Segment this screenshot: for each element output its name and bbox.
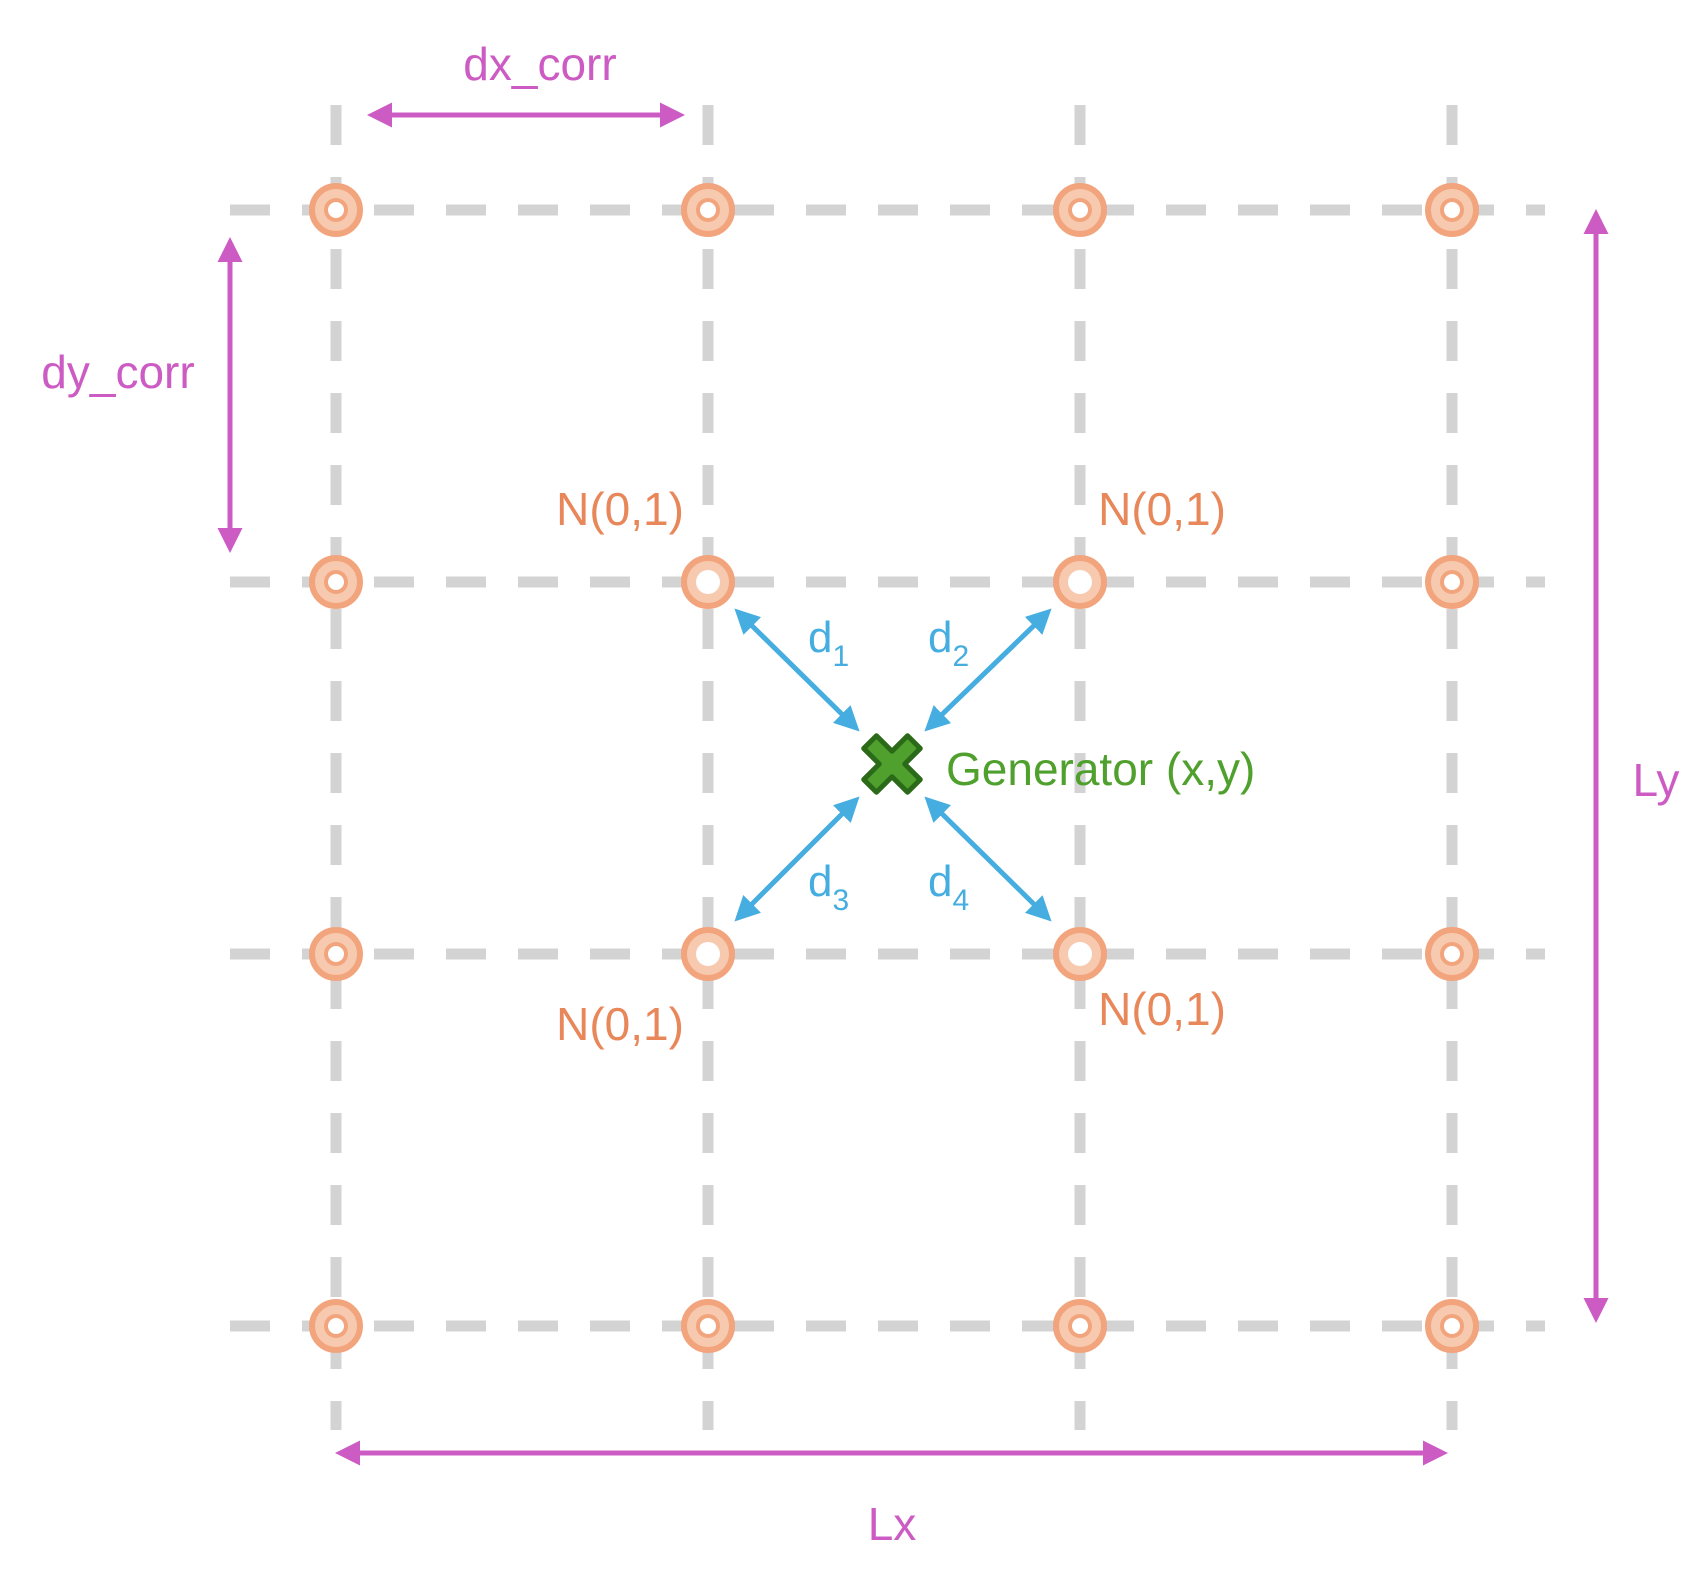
d4-label: d4 — [928, 857, 969, 917]
generator-cross-icon — [861, 733, 923, 795]
node-r4-c1 — [309, 1299, 363, 1353]
grid-lines — [230, 105, 1545, 1430]
dy-corr-label: dy_corr — [41, 346, 194, 398]
d4-arrow — [924, 796, 1052, 922]
d1-label: d1 — [808, 613, 849, 673]
node-r2-c4 — [1425, 555, 1479, 609]
generator-label: Generator (x,y) — [946, 743, 1255, 795]
node-r1-c1 — [309, 183, 363, 237]
node-r3-c1 — [309, 927, 363, 981]
lx-label: Lx — [868, 1498, 917, 1550]
d2-arrow — [924, 608, 1052, 732]
node-label-top-right: N(0,1) — [1098, 483, 1226, 535]
node-r1-c4 — [1425, 183, 1479, 237]
grid-nodes — [309, 183, 1479, 1353]
node-r4-c4 — [1425, 1299, 1479, 1353]
node-r1-c3 — [1053, 183, 1107, 237]
node-r1-c2 — [681, 183, 735, 237]
node-r4-c2 — [681, 1299, 735, 1353]
node-r3-c4 — [1425, 927, 1479, 981]
node-r3-c3 — [1053, 927, 1107, 981]
d1-arrow — [734, 608, 860, 732]
node-r2-c2 — [681, 555, 735, 609]
d2-label: d2 — [928, 613, 969, 673]
d3-arrow — [734, 796, 860, 922]
node-r2-c1 — [309, 555, 363, 609]
node-label-bottom-right: N(0,1) — [1098, 983, 1226, 1035]
node-r3-c2 — [681, 927, 735, 981]
d3-label: d3 — [808, 857, 849, 917]
dimension-arrows — [217, 102, 1609, 1466]
node-label-bottom-left: N(0,1) — [556, 998, 684, 1050]
dx-corr-label: dx_corr — [463, 38, 616, 90]
node-r4-c3 — [1053, 1299, 1107, 1353]
node-r2-c3 — [1053, 555, 1107, 609]
distance-arrows — [734, 608, 1052, 922]
node-label-top-left: N(0,1) — [556, 483, 684, 535]
ly-label: Ly — [1633, 754, 1680, 806]
